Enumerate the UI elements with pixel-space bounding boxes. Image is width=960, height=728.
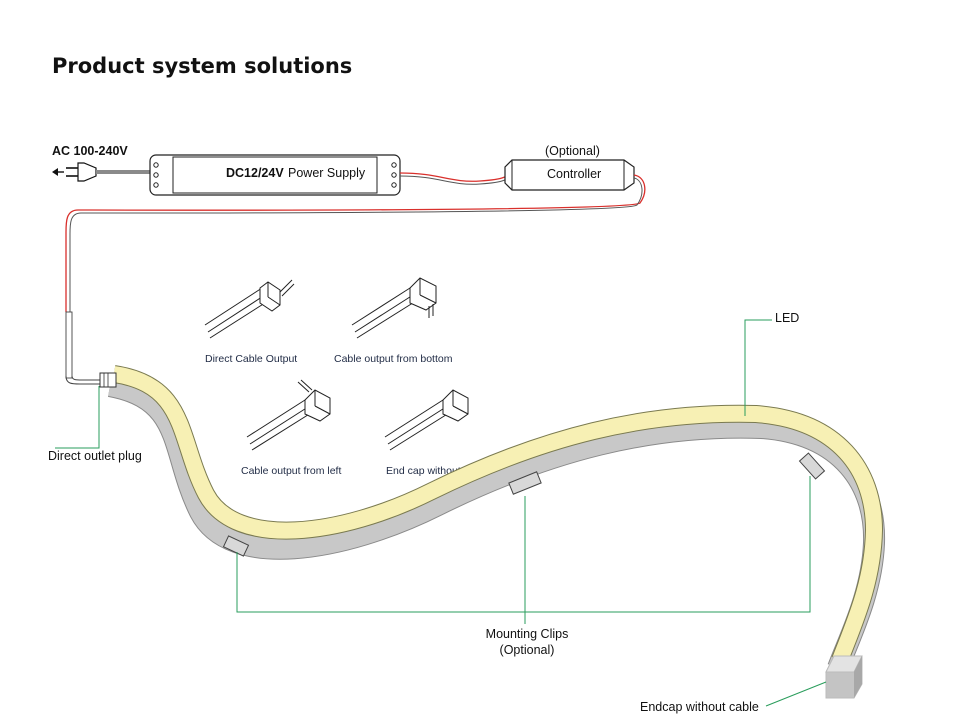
led-label: LED [775,311,799,325]
output-cable-bottom-label: Cable output from bottom [334,353,453,365]
output-cable-left [246,379,331,451]
endcap-block [825,655,863,699]
output-endcap-no-hole [384,389,469,451]
callout-line-led [744,319,772,416]
callout-line-endcap [765,681,827,707]
mounting-clip-right [798,452,826,480]
mounting-clips-label: Mounting Clips [486,627,569,641]
direct-outlet-plug-label: Direct outlet plug [48,449,142,463]
controller-label: Controller [547,167,601,181]
power-supply-label: Power Supply [288,166,366,180]
direct-outlet-plug [99,372,117,388]
ac-input-label: AC 100-240V [52,144,128,158]
diagram-title: Product system solutions [52,54,352,78]
mounting-clips-optional-label: (Optional) [500,643,555,657]
output-direct-cable-label: Direct Cable Output [205,353,297,365]
power-supply-unit: DC12/24V Power Supply [149,154,401,196]
power-supply-voltage: DC12/24V [226,166,284,180]
callout-line-clips [236,476,811,624]
callout-line-plug [55,386,100,449]
mounting-clip-left [222,535,250,557]
endcap-label: Endcap without cable [640,700,759,714]
controller-unit: Controller [504,159,635,191]
output-cable-bottom [351,277,437,339]
output-cable-left-label: Cable output from left [241,465,341,477]
mounting-clip-middle [508,471,542,495]
wire-controller-to-strip [65,174,646,312]
output-direct-cable [204,279,295,339]
controller-optional-label: (Optional) [545,144,600,158]
ac-plug-icon [52,162,152,182]
